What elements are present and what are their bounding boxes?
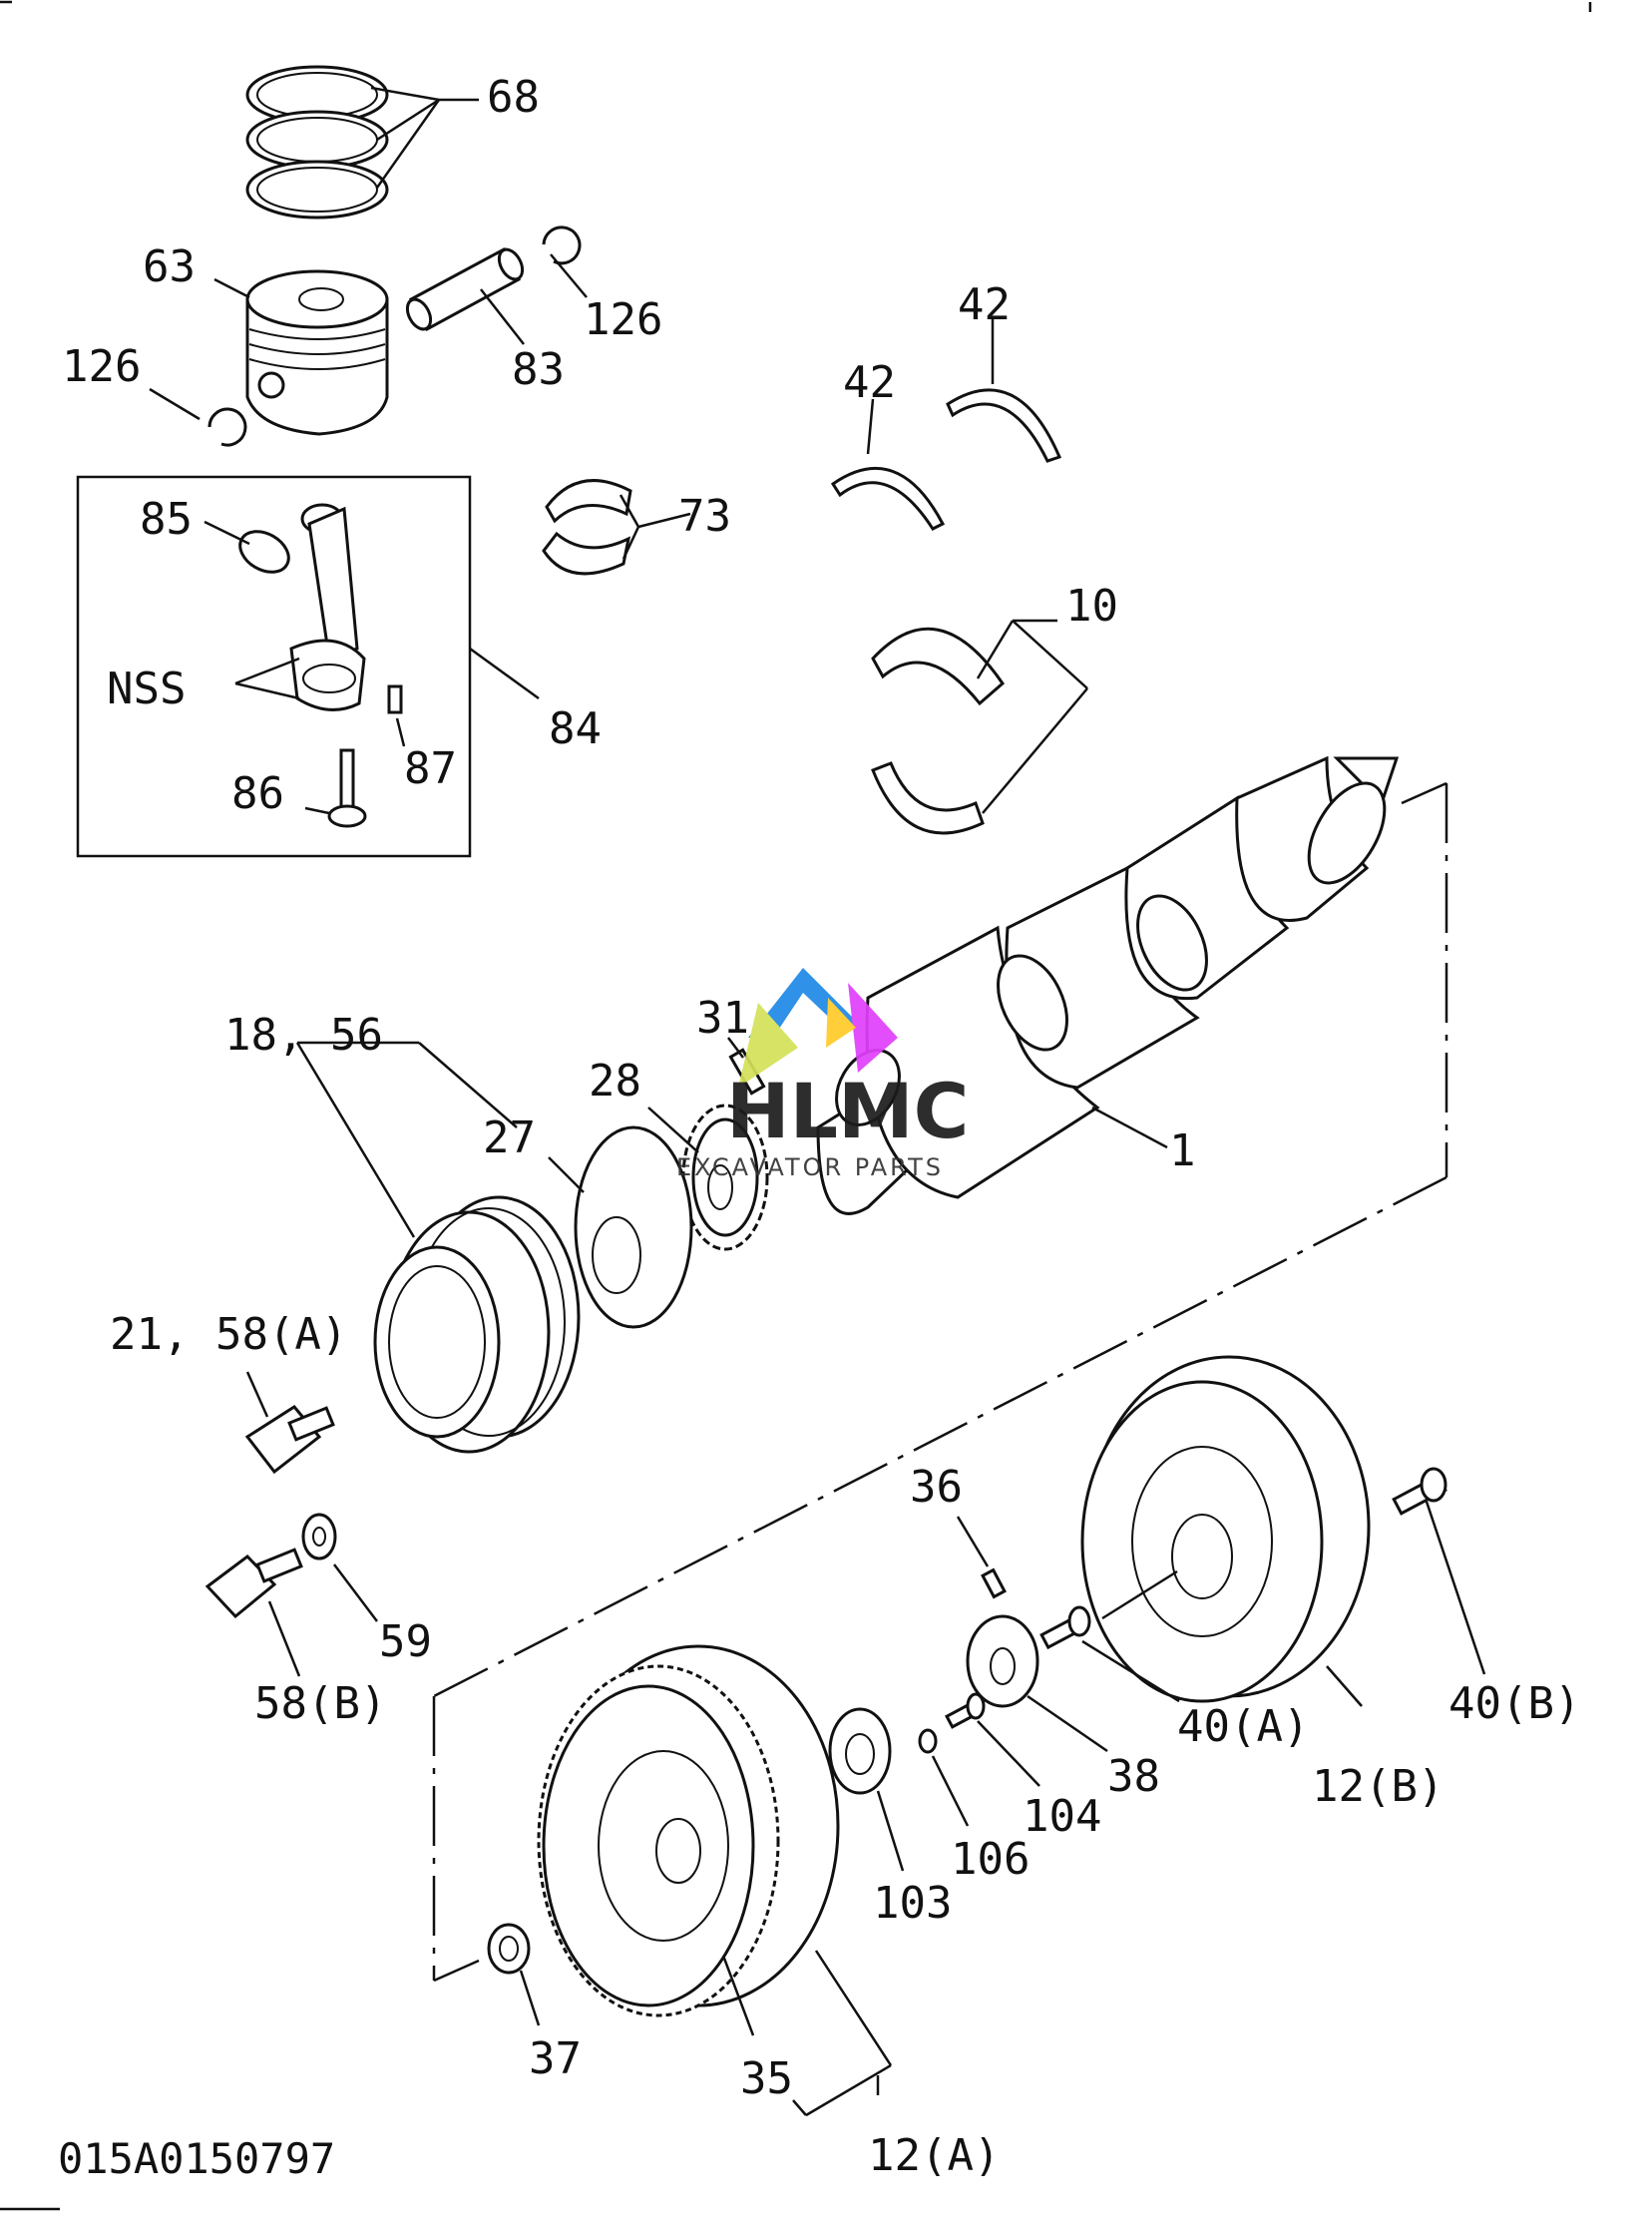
conrod-bearings — [542, 479, 691, 576]
callout-85: 85 — [140, 494, 193, 545]
callout-106: 106 — [951, 1834, 1030, 1885]
callout-58b: 58(B) — [254, 1678, 386, 1729]
callout-104: 104 — [1023, 1791, 1101, 1842]
connecting-rod — [204, 503, 406, 828]
plate-38 — [966, 1614, 1108, 1753]
pin-36 — [956, 1516, 1007, 1599]
main-bearing-upper — [871, 627, 1005, 706]
callout-86: 86 — [231, 768, 284, 819]
callout-28: 28 — [589, 1056, 641, 1107]
callout-labels: 68 63 83 126 126 42 42 73 85 NSS 84 87 8… — [62, 72, 1580, 2181]
main-bearing-lower — [871, 619, 1088, 835]
callout-103: 103 — [873, 1878, 952, 1929]
watermark-subtitle: EXCAVATOR PARTS — [676, 1153, 944, 1181]
callout-12a: 12(A) — [868, 2130, 1000, 2181]
callout-40b: 40(B) — [1448, 1678, 1580, 1729]
callout-10: 10 — [1065, 581, 1118, 632]
pilot-bearing-103 — [828, 1707, 905, 1872]
pulley-bolt — [244, 1371, 335, 1475]
callout-36: 36 — [910, 1462, 963, 1513]
ring-106 — [918, 1728, 970, 1827]
callout-21-58a: 21, 58(A) — [110, 1309, 347, 1360]
connecting-rod-box — [76, 475, 540, 858]
drawing-code: 015A0150797 — [58, 2134, 335, 2183]
callout-38: 38 — [1107, 1751, 1160, 1802]
piston-rings — [245, 65, 479, 220]
callout-42-left: 42 — [843, 357, 896, 408]
bolt-58b — [205, 1548, 303, 1677]
bolt-104 — [945, 1692, 1040, 1787]
thrust-washer-left — [830, 398, 946, 531]
callout-12b: 12(B) — [1312, 1761, 1444, 1812]
callout-126-upper: 126 — [584, 294, 662, 345]
bolt-40a — [1039, 1569, 1180, 1703]
thrust-washer-right — [946, 319, 1062, 463]
callout-73: 73 — [678, 491, 731, 542]
callout-27: 27 — [483, 1113, 536, 1163]
washer-59 — [301, 1513, 378, 1622]
watermark-logo: HLMC EXCAVATOR PARTS — [676, 968, 969, 1181]
callout-59: 59 — [379, 1616, 432, 1667]
callout-42-right: 42 — [958, 279, 1011, 330]
callout-126-lower: 126 — [62, 341, 141, 392]
flywheel-12b — [1080, 1355, 1371, 1707]
callout-31: 31 — [696, 993, 749, 1044]
callout-nss: NSS — [107, 664, 186, 714]
callout-40a: 40(A) — [1177, 1701, 1309, 1752]
bolt-40b — [1392, 1467, 1486, 1675]
callout-63: 63 — [143, 241, 196, 292]
snap-ring-upper — [542, 225, 588, 298]
callout-18-56: 18, 56 — [224, 1010, 383, 1061]
callout-83: 83 — [512, 344, 565, 395]
snap-ring-lower — [149, 387, 247, 447]
callout-37: 37 — [529, 2033, 582, 2084]
crankshaft-gear — [647, 1104, 769, 1251]
crankshaft-pulley — [295, 1041, 581, 1454]
callout-35: 35 — [740, 2053, 793, 2104]
corner-marks — [0, 0, 1592, 2211]
callout-84: 84 — [549, 703, 602, 754]
flywheel-12a — [537, 1644, 893, 2117]
callout-87: 87 — [404, 743, 457, 794]
crankshaft — [816, 755, 1400, 1215]
oil-slinger — [548, 1125, 693, 1329]
callout-1: 1 — [1169, 1125, 1196, 1176]
callout-68: 68 — [487, 72, 540, 123]
piston-pin — [405, 246, 525, 345]
assembly-boundary — [432, 781, 1448, 1983]
piston — [213, 269, 389, 436]
watermark-brand: HLMC — [726, 1067, 969, 1155]
bearing-37 — [487, 1923, 541, 2026]
